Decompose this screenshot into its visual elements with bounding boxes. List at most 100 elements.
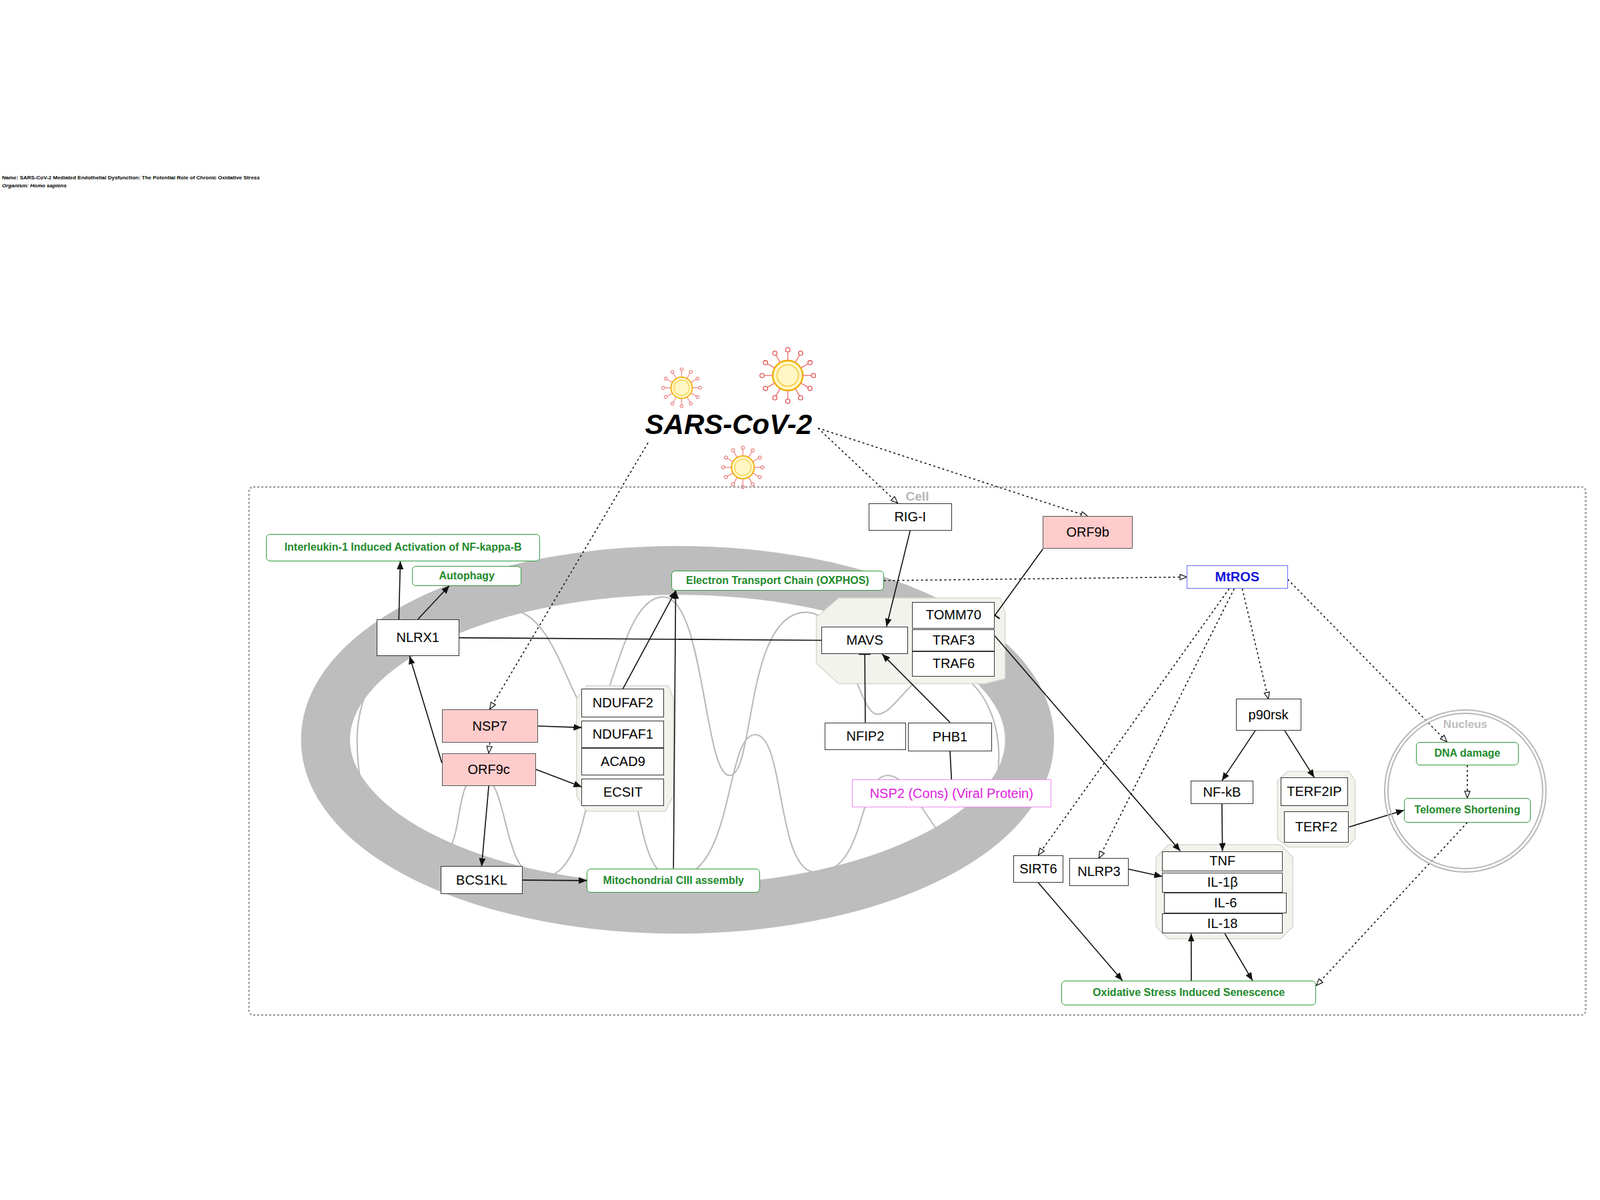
gene-product-box: ECSIT xyxy=(581,778,664,806)
node-label: ORF9c xyxy=(467,762,510,778)
gene-product-box: TOMM70 xyxy=(912,602,995,629)
node-label: DNA damage xyxy=(1434,747,1501,760)
interaction-line xyxy=(864,654,866,723)
gene-product-box: IL-1β xyxy=(1162,872,1283,894)
pathway-label: Autophagy xyxy=(412,566,522,586)
interaction-line xyxy=(409,656,442,763)
indirect-interaction xyxy=(884,577,1188,581)
gene-product-box: BCS1KL xyxy=(440,866,522,894)
node-label: RIG-I xyxy=(894,509,926,525)
node-label: NLRX1 xyxy=(396,630,440,646)
compartment-label: Nucleus xyxy=(1441,718,1490,732)
node-label: TERF2IP xyxy=(1286,784,1342,800)
gene-product-box: p90rsk xyxy=(1236,698,1302,730)
pathway-label: Electron Transport Chain (OXPHOS) xyxy=(671,570,884,592)
node-label: Mitochondrial CIII assembly xyxy=(602,874,744,887)
pathway-label: Telomere Shortening xyxy=(1404,798,1531,823)
pathway-label: Interleukin-1 Induced Activation of NF-k… xyxy=(266,534,540,562)
interaction-line xyxy=(1190,933,1192,980)
gene-product-box: NDUFAF1 xyxy=(581,720,664,748)
gene-product-box: NLRP3 xyxy=(1069,858,1129,886)
interaction-line xyxy=(673,590,676,868)
node-label: TOMM70 xyxy=(926,607,982,623)
interaction-line xyxy=(459,638,822,641)
virus-icon xyxy=(721,446,764,489)
pathway-label: DNA damage xyxy=(1416,742,1518,766)
node-label: TNF xyxy=(1209,853,1236,869)
indirect-interaction xyxy=(1316,822,1468,986)
interaction-line xyxy=(622,590,676,689)
node-label: MtROS xyxy=(1215,569,1260,585)
gene-product-box: PHB1 xyxy=(908,722,992,752)
node-label: Electron Transport Chain (OXPHOS) xyxy=(686,574,870,587)
node-label: TRAF3 xyxy=(932,632,975,648)
gene-product-box: TRAF6 xyxy=(912,651,995,677)
indirect-interaction xyxy=(488,742,490,753)
pathway-label: Mitochondrial CIII assembly xyxy=(586,868,760,894)
interaction-line xyxy=(886,530,911,627)
indirect-interaction xyxy=(818,428,898,503)
complex-group xyxy=(576,686,674,812)
interaction-line xyxy=(1284,730,1314,778)
virus-label: SARS-CoV-2 xyxy=(639,406,818,443)
node-label: IL-6 xyxy=(1214,895,1237,911)
indirect-interaction xyxy=(1038,588,1229,856)
nucleus-compartment: NucleusDNA damageTelomere Shortening xyxy=(1384,709,1548,873)
indirect-interaction xyxy=(818,428,1088,516)
interaction-line xyxy=(950,751,952,780)
node-label: BCS1KL xyxy=(456,872,508,888)
gene-product-box: IL-18 xyxy=(1162,913,1283,934)
complex-group xyxy=(1277,771,1355,847)
node-label: NF-kB xyxy=(1203,784,1242,800)
node-label: MAVS xyxy=(846,632,884,648)
node-label: IL-18 xyxy=(1207,916,1238,932)
interaction-line xyxy=(522,879,587,881)
interaction-line xyxy=(1222,730,1256,781)
gene-product-box: ACAD9 xyxy=(581,748,664,776)
metabolite-box: MtROS xyxy=(1186,565,1288,589)
gene-product-box: TERF2IP xyxy=(1280,777,1348,806)
gene-product-box: TERF2 xyxy=(1284,811,1350,843)
node-label: NSP7 xyxy=(472,718,508,734)
interaction-line xyxy=(994,548,1043,616)
complex-group xyxy=(816,598,1005,684)
complex-group xyxy=(1156,844,1293,939)
interaction-line xyxy=(398,561,400,620)
node-label: ECSIT xyxy=(603,784,643,800)
node-label: NSP2 (Cons) (Viral Protein) xyxy=(870,786,1034,802)
viral-protein-box: ORF9c xyxy=(442,753,536,786)
node-label: p90rsk xyxy=(1248,707,1289,723)
node-label: Autophagy xyxy=(438,570,495,582)
pathway-label: Oxidative Stress Induced Senescence xyxy=(1061,980,1317,1006)
gene-product-box: NFIP2 xyxy=(824,722,906,750)
node-label: SARS-CoV-2 xyxy=(645,408,812,441)
gene-product-box: TNF xyxy=(1162,851,1283,872)
node-label: ACAD9 xyxy=(600,754,646,770)
mitochondrion-cristae xyxy=(357,596,1000,878)
node-label: Telomere Shortening xyxy=(1414,804,1521,816)
organism-note: Organism: Homo sapiens xyxy=(2,182,67,189)
gene-product-box: NF-kB xyxy=(1190,780,1253,804)
gene-product-box: IL-6 xyxy=(1164,892,1287,914)
viral-protein-box: NSP7 xyxy=(442,709,538,744)
indirect-interaction xyxy=(1466,765,1468,798)
interaction-line xyxy=(994,636,1180,851)
interaction-line xyxy=(1128,869,1163,877)
compartment-label: Cell xyxy=(904,489,932,504)
virus-icon xyxy=(760,347,816,404)
cell-compartment: CellRIG-IORF9bInterleukin-1 Induced Acti… xyxy=(248,486,1587,1017)
gene-product-box: NLRX1 xyxy=(376,619,460,656)
node-label: PHB1 xyxy=(932,729,968,745)
interaction-line xyxy=(1221,804,1223,851)
node-label: NDUFAF1 xyxy=(592,726,654,742)
interaction-line xyxy=(1348,810,1404,827)
interaction-line xyxy=(538,726,582,728)
interaction-line xyxy=(536,769,582,787)
node-label: Interleukin-1 Induced Activation of NF-k… xyxy=(284,541,522,554)
node-label: Oxidative Stress Induced Senescence xyxy=(1092,986,1285,999)
node-label: NDUFAF2 xyxy=(592,695,654,711)
indirect-interaction xyxy=(1288,579,1448,742)
indirect-interaction xyxy=(1242,588,1268,699)
node-label: TERF2 xyxy=(1295,819,1338,835)
node-label: NFIP2 xyxy=(846,728,885,744)
